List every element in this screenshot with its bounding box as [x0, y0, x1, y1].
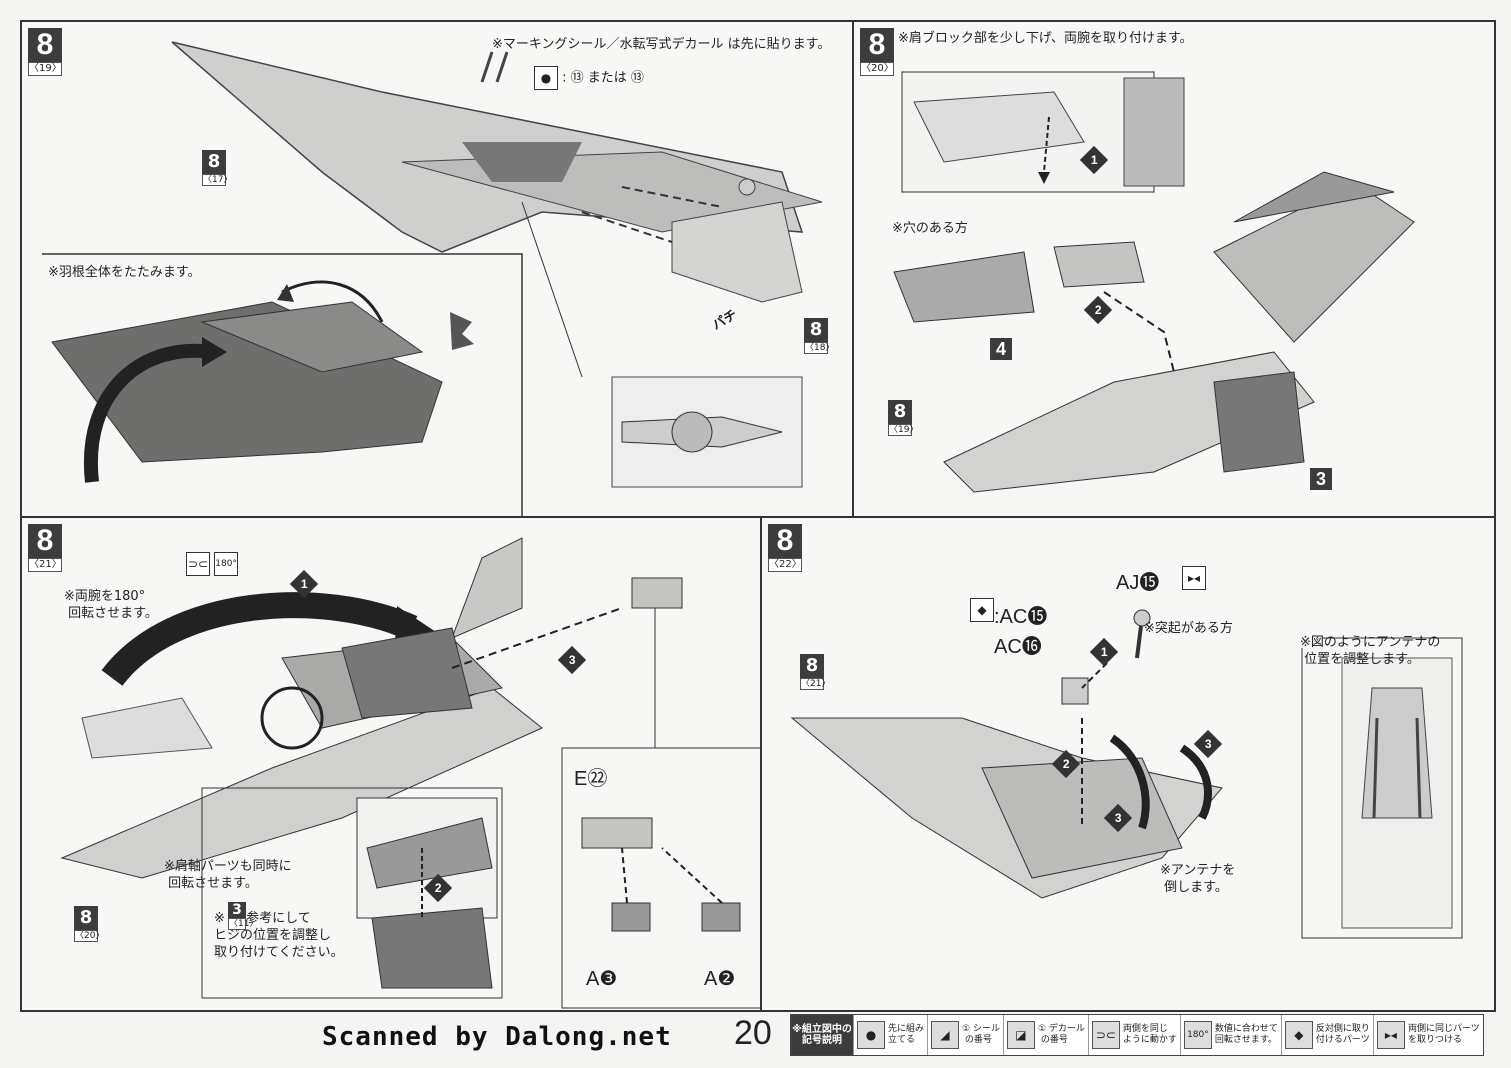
legend-item: ◆反対側に取り 付けるパーツ: [1282, 1015, 1374, 1055]
step-sub: 〈21〉: [28, 558, 62, 572]
opposite-side-icon: ◆: [1284, 1021, 1313, 1049]
order-number: 3: [568, 653, 576, 667]
part-ac16: AC⓰: [994, 636, 1042, 658]
legend-text: 反対側に取り 付けるパーツ: [1315, 1024, 1370, 1045]
legend-item: 180°数値に合わせて 回転させます。: [1181, 1015, 1282, 1055]
step-badge: 8 〈21〉: [28, 524, 62, 572]
decal-icon: ◪: [1006, 1021, 1035, 1049]
same-parts-both-sides-icon: ▸◂: [1182, 566, 1206, 590]
legend-item: ●先に組み 立てる: [854, 1015, 929, 1055]
fold-note: ※羽根全体をたたみます。: [48, 265, 201, 280]
ref-step-21: 8 〈21〉: [800, 654, 831, 690]
marking-note: ※マーキングシール／水転写式デカール は先に貼ります。: [492, 37, 831, 52]
ref-step-17: 8 〈17〉: [202, 150, 233, 186]
part-4-label: 4: [990, 338, 1012, 360]
panel-step-8-19: 8 〈19〉 ※マーキングシール／水転写式デカール は先に貼ります。 ● : ⑬…: [20, 20, 854, 518]
legend-text: 両側を同じ ように動かす: [1122, 1024, 1177, 1045]
legend-text: ① シール の番号: [962, 1024, 1000, 1045]
rotate-note: ※両腕を180° 回転させます。: [64, 589, 158, 621]
order-number: 2: [434, 881, 442, 895]
legend-text: 両側に同じパーツ を取りつける: [1407, 1024, 1480, 1045]
step-number: 8: [860, 28, 894, 62]
ref-number: 8: [202, 150, 226, 174]
legend-item: ⊃⊂両側を同じ ように動かす: [1089, 1015, 1181, 1055]
ref-step-20: 8 〈20〉: [74, 906, 105, 942]
seal-line-text: : ⑬ または ⑬: [562, 70, 644, 86]
step-badge: 8 〈19〉: [28, 28, 62, 76]
part-aj15: AJ⓯: [1116, 572, 1160, 594]
antenna-position-note: ※図のようにアンテナの 位置を調整します。: [1300, 635, 1441, 667]
seal-icon: ◢: [931, 1021, 960, 1049]
scanned-by-credit: Scanned by Dalong.net: [322, 1022, 672, 1052]
antenna-down-note: ※アンテナを 倒します。: [1160, 863, 1236, 895]
both-sides-icon-group: ⊃⊂ 180°: [186, 552, 239, 576]
arm-attach-illustration: [893, 71, 1415, 493]
pre-assemble-icon: ●: [857, 1021, 885, 1049]
step-sub: 〈20〉: [860, 62, 894, 76]
both-sides-icon: ⊃⊂: [186, 552, 210, 576]
ref-sub: 〈11〉: [228, 918, 259, 930]
opposite-side-icon: ◆: [970, 598, 994, 622]
step-number: 8: [28, 28, 62, 62]
order-number: 1: [1090, 153, 1098, 167]
ref-step-18: 8 〈18〉: [804, 318, 835, 354]
hole-side-note: ※穴のある方: [892, 221, 968, 236]
step-badge: 8 〈20〉: [860, 28, 894, 76]
legend-text: 先に組み 立てる: [888, 1024, 925, 1045]
arm-rotation-illustration: [60, 537, 760, 1009]
ref-number: 8: [888, 400, 912, 424]
elbow-adjust-note: ※ を参考にして ヒジの位置を調整し 取り付けてください。: [214, 911, 344, 960]
ref-number: 8: [74, 906, 98, 930]
rotate-icon: 180°: [1183, 1021, 1212, 1049]
both-sides-icon: ⊃⊂: [1091, 1021, 1120, 1049]
ref-step-11: 3 〈11〉: [228, 902, 259, 930]
order-number: 2: [1094, 303, 1102, 317]
panel-step-8-20: 8 〈20〉 ※肩ブロック部を少し下げ、両腕を取り付けます。 ※穴のある方 4 …: [852, 20, 1496, 518]
order-number: 2: [1062, 757, 1070, 771]
same-parts-both-sides-icon: ▸◂: [1376, 1021, 1405, 1049]
ref-number: 8: [800, 654, 824, 678]
order-number: 3: [1114, 811, 1122, 825]
panel-step-8-21: 8 〈21〉 ⊃⊂ 180° ※両腕を180° 回転させます。 ※肩軸パーツも同…: [20, 516, 762, 1012]
antenna-attach-illustration: [790, 609, 1463, 939]
order-number: 1: [1100, 645, 1108, 659]
shoulder-axis-note: ※肩軸パーツも同時に 回転させます。: [164, 859, 292, 891]
part-3-label: 3: [1310, 468, 1332, 490]
step-sub: 〈22〉: [768, 558, 802, 572]
part-a2: A❷: [704, 968, 736, 990]
part-ac15: :AC⓯: [994, 606, 1048, 628]
order-number: 3: [1204, 737, 1212, 751]
ref-sub: 〈18〉: [804, 342, 835, 354]
jet-wing-assembly-illustration: [42, 41, 823, 516]
page-number: 20: [734, 1014, 772, 1052]
part-a3: A❸: [586, 968, 618, 990]
pre-assemble-icon: ●: [534, 66, 558, 90]
legend-item: ◪① デカール の番号: [1004, 1015, 1089, 1055]
symbol-legend: ※組立図中の 記号説明 ●先に組み 立てる ◢① シール の番号 ◪① デカール…: [790, 1014, 1484, 1056]
step-sub: 〈19〉: [28, 62, 62, 76]
legend-heading: ※組立図中の 記号説明: [791, 1015, 854, 1055]
ref-sub: 〈19〉: [888, 424, 919, 436]
ref-sub: 〈17〉: [202, 174, 233, 186]
rotate-icon: 180°: [214, 552, 239, 576]
panel-step-8-22: 8 〈22〉 AJ⓯ ▸◂ ◆ :AC⓯ AC⓰ ※突起がある方 ※図のようにア…: [760, 516, 1496, 1012]
shoulder-note: ※肩ブロック部を少し下げ、両腕を取り付けます。: [898, 31, 1193, 46]
ref-number: 8: [804, 318, 828, 342]
order-number: 1: [300, 577, 308, 591]
step-number: 8: [768, 524, 802, 558]
seal-line: ● : ⑬ または ⑬: [534, 66, 644, 90]
legend-item: ▸◂両側に同じパーツ を取りつける: [1374, 1015, 1483, 1055]
legend-text: 数値に合わせて 回転させます。: [1214, 1024, 1278, 1045]
bump-side-note: ※突起がある方: [1144, 621, 1233, 636]
legend-item: ◢① シール の番号: [928, 1015, 1004, 1055]
ref-number: 3: [228, 902, 246, 918]
step-number: 8: [28, 524, 62, 558]
ref-step-19: 8 〈19〉: [888, 400, 919, 436]
step-badge: 8 〈22〉: [768, 524, 802, 572]
part-e22: E㉒: [574, 768, 608, 790]
ref-sub: 〈21〉: [800, 678, 831, 690]
ref-sub: 〈20〉: [74, 930, 105, 942]
legend-text: ① デカール の番号: [1037, 1024, 1085, 1045]
